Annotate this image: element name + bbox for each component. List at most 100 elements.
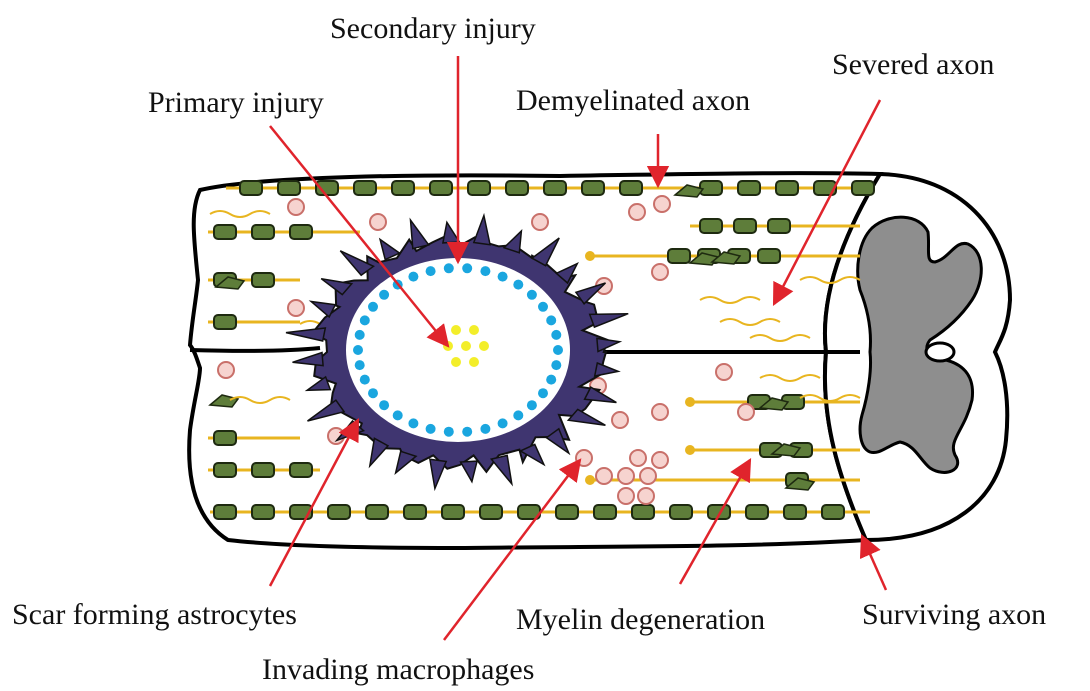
secondary-injury-dot [353,345,363,355]
macrophage-cell [630,450,646,466]
macrophage-cell [654,196,670,212]
myelin-segment [506,181,528,195]
secondary-injury-dot [360,315,370,325]
myelin-segment [214,315,236,329]
macrophage-cell [618,468,634,484]
central-canal [926,343,954,361]
macrophage-cell [716,364,732,380]
macrophage-cell [218,362,234,378]
myelin-segment [668,249,690,263]
myelin-segment [480,505,502,519]
label-scar-forming-astrocytes: Scar forming astrocytes [12,600,297,630]
secondary-injury-dot [360,375,370,385]
axon-terminal-dot [685,397,695,407]
secondary-injury-dot [462,263,472,273]
secondary-injury-dot [527,400,537,410]
myelin-segment [822,505,844,519]
lesion-core [346,258,570,442]
secondary-injury-dot [538,388,548,398]
myelin-segment [734,219,756,233]
myelin-segment [214,463,236,477]
myelin-segment [442,505,464,519]
myelin-segment [670,505,692,519]
label-invading-macrophages: Invading macrophages [262,655,534,685]
myelin-segment [252,225,274,239]
macrophage-cell [618,488,634,504]
cord-cross-section [825,174,1010,540]
secondary-injury-dot [513,410,523,420]
macrophage-cell [629,204,645,220]
secondary-injury-dot [444,427,454,437]
myelin-segment [620,181,642,195]
myelin-segment [214,505,236,519]
secondary-injury-dot [498,272,508,282]
myelin-segment [240,181,262,195]
myelin-segment [366,505,388,519]
secondary-injury-dot [368,388,378,398]
macrophage-cell [652,264,668,280]
axon-terminal-dot [585,251,595,261]
primary-injury-dot [479,341,489,351]
secondary-injury-dot [527,290,537,300]
myelin-segment [252,463,274,477]
secondary-injury-dot [379,400,389,410]
primary-injury-dot [469,325,479,335]
label-surviving-axon: Surviving axon [862,600,1046,630]
myelin-segment [852,181,874,195]
arrow-surviving-axon [862,536,886,590]
secondary-injury-dot [480,424,490,434]
secondary-injury-dot [551,360,561,370]
macrophage-cell [738,404,754,420]
macrophage-cell [370,214,386,230]
myelin-segment [776,181,798,195]
secondary-injury-dot [408,418,418,428]
myelin-segment [214,431,236,445]
myelin-segment [746,505,768,519]
primary-injury-dot [451,357,461,367]
myelin-segment [582,181,604,195]
myelin-segment [758,249,780,263]
myelin-segment [700,181,722,195]
myelin-segment [784,505,806,519]
secondary-injury-dot [462,427,472,437]
secondary-injury-dot [355,360,365,370]
label-secondary-injury: Secondary injury [330,14,536,44]
primary-injury-dot [451,325,461,335]
axon-terminal-dot [685,445,695,455]
myelin-segment [252,505,274,519]
macrophage-cell [640,468,656,484]
myelin-segment [392,181,414,195]
label-severed-axon: Severed axon [832,50,994,80]
secondary-injury-dot [480,266,490,276]
axon-terminal-dot [585,475,595,485]
myelin-segment [544,181,566,195]
myelin-segment [290,463,312,477]
macrophage-cell [612,412,628,428]
macrophage-cell [652,452,668,468]
secondary-injury-dot [498,418,508,428]
primary-injury-dot [469,357,479,367]
myelin-segment [214,225,236,239]
secondary-injury-dot [444,263,454,273]
myelin-segment [252,273,274,287]
myelin-segment [404,505,426,519]
myelin-segment [278,181,300,195]
myelin-segment [700,219,722,233]
myelin-segment [594,505,616,519]
secondary-injury-dot [513,280,523,290]
secondary-injury-dot [368,302,378,312]
label-demyelinated-axon: Demyelinated axon [516,86,750,116]
label-primary-injury: Primary injury [148,88,324,118]
secondary-injury-dot [546,315,556,325]
myelin-segment [468,181,490,195]
myelin-segment [768,219,790,233]
secondary-injury-dot [355,330,365,340]
myelin-segment [430,181,452,195]
secondary-injury-dot [538,302,548,312]
macrophage-cell [652,404,668,420]
secondary-injury-dot [393,410,403,420]
secondary-injury-dot [408,272,418,282]
secondary-injury-dot [426,266,436,276]
macrophage-cell [288,300,304,316]
myelin-segment [354,181,376,195]
